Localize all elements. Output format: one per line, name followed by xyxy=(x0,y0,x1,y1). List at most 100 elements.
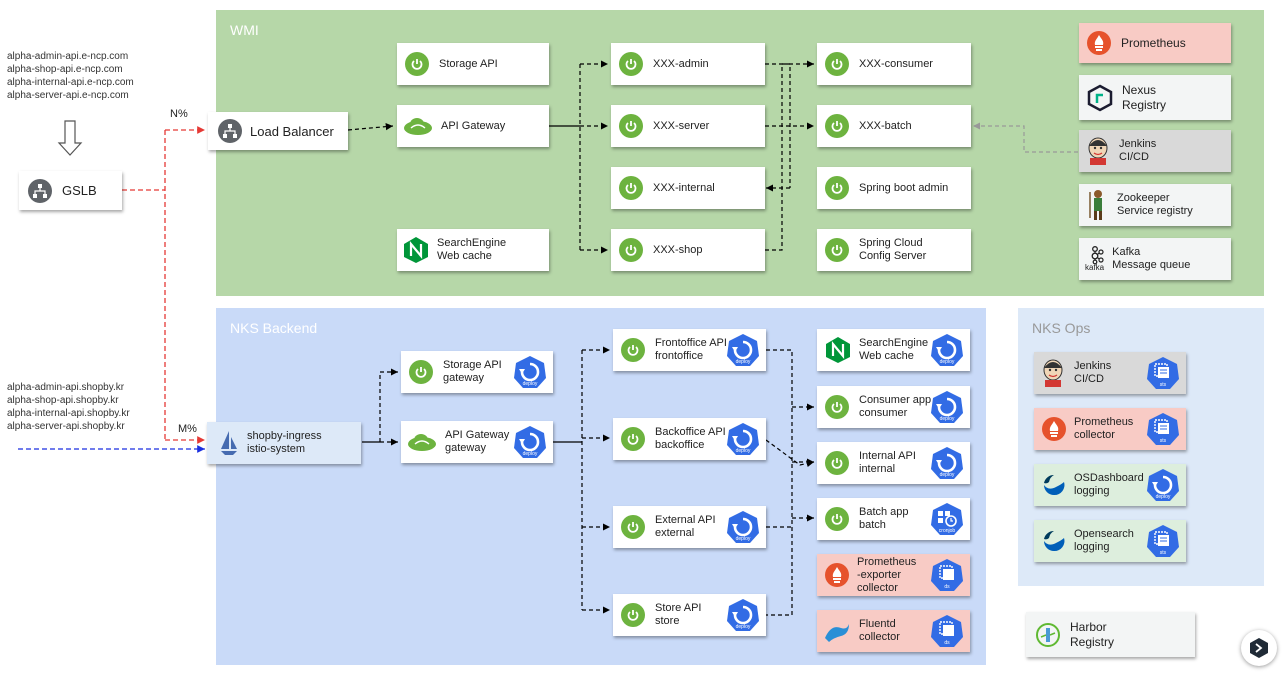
svg-text:deploy: deploy xyxy=(736,448,751,454)
consumer-line1: Consumer app xyxy=(859,394,932,406)
xxx-shop-box: XXX-shop xyxy=(611,229,765,271)
k8s-deploy-icon: deploy xyxy=(930,446,964,484)
k8s-daemonset-icon: ds xyxy=(930,558,964,596)
spring-cloud-config-line1: Spring Cloud xyxy=(859,237,923,249)
host-shopby-2: alpha-internal-api.shopby.kr xyxy=(7,408,130,419)
spring-icon xyxy=(621,338,645,362)
spring-icon xyxy=(825,395,849,419)
nexus-icon xyxy=(1087,84,1113,112)
fluentd-line2: collector xyxy=(859,631,900,643)
batch-line2: batch xyxy=(859,519,886,531)
kafka-logo-text: kafka xyxy=(1085,263,1105,272)
spring-icon xyxy=(621,427,645,451)
spring-boot-admin-label: Spring boot admin xyxy=(859,181,949,194)
osdashboard-line2: logging xyxy=(1074,485,1110,497)
backoffice-line1: Backoffice API xyxy=(655,426,726,438)
k8s-deploy-icon: deploy xyxy=(1146,468,1180,506)
k8s-deploy-icon: deploy xyxy=(726,510,760,548)
svg-text:cronjob: cronjob xyxy=(939,528,956,534)
host-ncp-1: alpha-shop-api.e-ncp.com xyxy=(7,64,123,75)
zookeeper-icon xyxy=(1087,188,1109,222)
k8s-statefulset-icon: sts xyxy=(1146,412,1180,450)
spring-cloud-icon xyxy=(403,116,433,136)
harbor-line2: Registry xyxy=(1070,634,1115,649)
jenkins-icon xyxy=(1085,136,1111,166)
corner-widget-icon[interactable] xyxy=(1241,630,1277,666)
xxx-admin-box: XXX-admin xyxy=(611,43,765,85)
xxx-admin-label: XXX-admin xyxy=(653,57,709,70)
k8s-deploy-icon: deploy xyxy=(930,333,964,371)
kafka-line1: Kafka xyxy=(1112,246,1141,258)
opensearch-line2: logging xyxy=(1074,541,1110,553)
spring-icon xyxy=(621,515,645,539)
host-shopby-0: alpha-admin-api.shopby.kr xyxy=(7,382,125,393)
gslb-box: GSLB xyxy=(19,171,122,210)
svg-text:deploy: deploy xyxy=(940,359,955,365)
kafka-line2: Message queue xyxy=(1112,259,1191,271)
nginx-icon xyxy=(403,236,429,264)
svg-text:ds: ds xyxy=(944,584,950,590)
k8s-deploy-icon: deploy xyxy=(726,422,760,460)
backoffice-line2: backoffice xyxy=(655,439,705,451)
zookeeper-line2: Service registry xyxy=(1117,205,1193,217)
xxx-server-box: XXX-server xyxy=(611,105,765,147)
wmi-prometheus-box: Prometheus xyxy=(1079,23,1231,63)
opensearch-line1: Opensearch xyxy=(1074,528,1134,540)
wmi-api-gateway-box: API Gateway xyxy=(397,105,549,147)
nexus-line2: Registry xyxy=(1122,97,1167,112)
ingress-line2: istio-system xyxy=(247,443,306,455)
k8s-deploy-icon: deploy xyxy=(726,333,760,371)
svg-text:deploy: deploy xyxy=(736,624,751,630)
prom-exporter-line3: collector xyxy=(857,581,898,594)
spring-cloud-icon xyxy=(407,432,437,452)
svg-text:sts: sts xyxy=(1160,550,1167,556)
opensearch-icon xyxy=(1042,473,1066,497)
prom-exporter-line1: Prometheus xyxy=(857,555,917,568)
svg-text:ds: ds xyxy=(944,640,950,646)
svg-text:deploy: deploy xyxy=(523,381,538,387)
split-n-label: N% xyxy=(170,108,188,120)
xxx-internal-label: XXX-internal xyxy=(653,181,715,194)
harbor-icon xyxy=(1036,622,1060,647)
ops-jenkins-line1: Jenkins xyxy=(1074,360,1112,372)
external-line2: external xyxy=(655,527,695,539)
store-line1: Store API xyxy=(655,602,702,614)
spring-cloud-config-line2: Config Server xyxy=(859,250,927,262)
k8s-statefulset-icon: sts xyxy=(1146,356,1180,394)
batch-line1: Batch app xyxy=(859,506,909,518)
internal-line1: Internal API xyxy=(859,450,916,462)
fluentd-icon xyxy=(823,620,851,642)
istio-icon xyxy=(219,430,239,456)
external-line1: External API xyxy=(655,514,716,526)
wmi-storage-api-box: Storage API xyxy=(397,43,549,85)
frontoffice-line1: Frontoffice API xyxy=(655,337,727,349)
nks-search-engine-line2: Web cache xyxy=(859,350,914,362)
jenkins-icon xyxy=(1040,358,1066,388)
network-icon xyxy=(28,178,52,203)
frontoffice-line2: frontoffice xyxy=(655,350,704,362)
zookeeper-line1: Zookeeper xyxy=(1117,192,1170,204)
prometheus-icon xyxy=(1087,31,1111,55)
svg-text:sts: sts xyxy=(1160,438,1167,444)
spring-icon xyxy=(825,451,849,475)
spring-icon xyxy=(621,603,645,627)
xxx-consumer-label: XXX-consumer xyxy=(859,57,933,70)
wmi-prometheus-label: Prometheus xyxy=(1121,35,1186,50)
wmi-api-gateway-label: API Gateway xyxy=(441,119,506,132)
ops-prometheus-line1: Prometheus xyxy=(1074,416,1134,428)
k8s-deploy-icon: deploy xyxy=(513,355,547,393)
svg-text:deploy: deploy xyxy=(1156,494,1171,500)
fluentd-line1: Fluentd xyxy=(859,618,896,630)
